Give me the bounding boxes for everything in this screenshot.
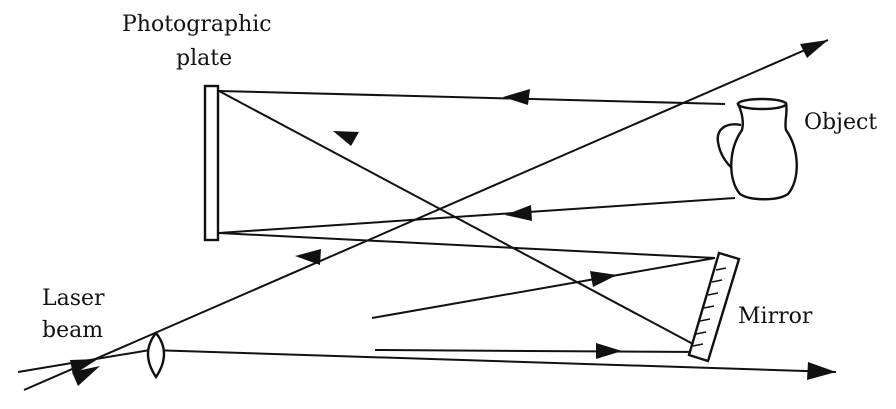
arrowhead-reference-top <box>333 131 359 146</box>
arrowhead-diagonal-end <box>800 40 828 58</box>
laser-beam-label-line2: beam <box>42 318 104 343</box>
mirror <box>687 251 741 363</box>
object-label: Object <box>804 110 878 135</box>
reference-ray-to-plate-top <box>218 90 709 353</box>
object-ray-upper <box>218 90 726 105</box>
jug-rim <box>736 97 788 111</box>
lens <box>146 331 166 380</box>
photographic-plate-label: Photographic <box>122 12 272 37</box>
arrowhead-incoming-upper <box>590 271 617 287</box>
jug-body <box>730 99 798 201</box>
mirror-hatching <box>692 267 727 347</box>
arrowhead-object-upper <box>503 89 530 105</box>
arrowhead-object-lower <box>505 205 532 221</box>
laser-beam-diagonal <box>23 39 829 391</box>
photographic-plate-label-line2: plate <box>176 46 233 71</box>
laser-beam-label: Laser <box>42 286 105 311</box>
mirror-label: Mirror <box>738 304 813 329</box>
mirror-body <box>687 251 741 363</box>
arrowhead-laser-diagonal <box>72 366 100 386</box>
reference-ray-to-plate-bottom <box>218 232 716 259</box>
photographic-plate <box>203 84 220 242</box>
arrowhead-horizontal-end <box>807 362 836 380</box>
laser-beam-horizontal <box>149 349 837 373</box>
object-jug <box>716 97 798 201</box>
incoming-ray-upper <box>371 257 716 319</box>
arrowhead-incoming-lower <box>596 343 622 359</box>
incoming-ray-lower <box>374 349 701 353</box>
arrowhead-reference-bottom <box>295 249 321 265</box>
object-ray-lower <box>218 197 736 234</box>
